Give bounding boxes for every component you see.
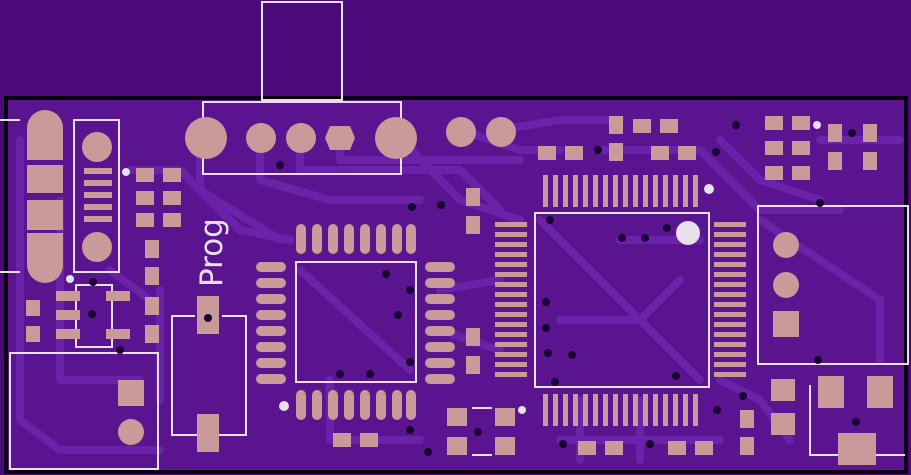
silk-dots: [66, 121, 821, 414]
qfp-right-bottom-pins: [543, 394, 698, 426]
qfp-right-left-pins: [495, 222, 527, 377]
pads: [26, 110, 893, 465]
qfp-right-right-pins: [714, 222, 746, 377]
vias: [88, 121, 860, 456]
qfp-right-top-pins: [543, 175, 698, 207]
usb-connector-outline: [261, 1, 343, 101]
prog-silk-label: Prog: [194, 218, 230, 287]
